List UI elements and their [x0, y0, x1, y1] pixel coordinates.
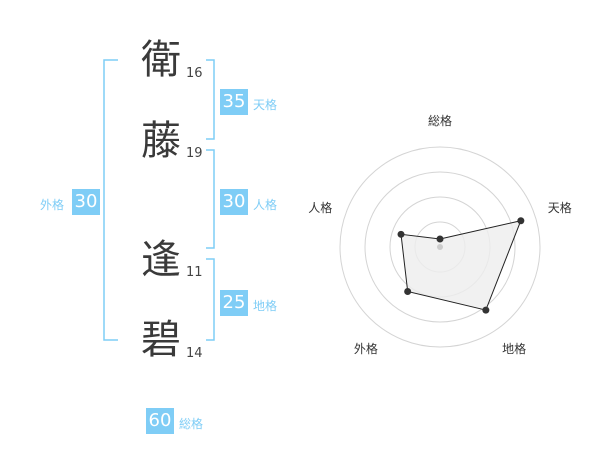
radar-point-1 — [436, 235, 444, 243]
stroke-count-1: 16 — [186, 66, 203, 81]
stroke-count-4: 14 — [186, 346, 203, 361]
tenkaku-label: 天格 — [253, 98, 278, 112]
gaikaku-label: 外格 — [40, 198, 65, 212]
radar-axis-label-2: 天格 — [548, 200, 572, 215]
radar-point-4 — [404, 287, 412, 295]
radar-axis-label-3: 地格 — [502, 341, 526, 356]
gaikaku-badge: 30 — [72, 189, 100, 215]
radar-ring-3 — [364, 171, 516, 323]
stroke-count-2: 19 — [186, 146, 203, 161]
stroke-count-3: 11 — [186, 265, 203, 280]
radar-polygon — [400, 220, 522, 311]
chikaku-bracket — [206, 258, 215, 341]
soukaku-label: 総格 — [179, 417, 204, 431]
name-char-2: 藤 — [141, 118, 181, 164]
radar-axis-label-1: 総格 — [428, 113, 452, 128]
name-char-4: 碧 — [141, 317, 181, 363]
tenkaku-badge: 35 — [220, 89, 248, 115]
radar-axis-label-5: 人格 — [308, 200, 332, 215]
radar-point-3 — [482, 306, 490, 314]
gaikaku-bracket — [103, 59, 118, 341]
chikaku-label: 地格 — [253, 299, 278, 313]
chikaku-badge: 25 — [220, 290, 248, 316]
jinkaku-badge: 30 — [220, 189, 248, 215]
jinkaku-bracket — [206, 149, 215, 249]
tenkaku-bracket — [206, 59, 215, 140]
radar-center-dot — [437, 244, 443, 250]
jinkaku-label: 人格 — [253, 198, 278, 212]
name-char-3: 逢 — [141, 237, 181, 283]
radar-point-5 — [397, 230, 405, 238]
radar-point-2 — [517, 217, 525, 225]
radar-axis-label-4: 外格 — [354, 341, 378, 356]
soukaku-badge: 60 — [146, 408, 174, 434]
radar-ring-4 — [339, 146, 541, 348]
name-char-1: 衛 — [141, 37, 181, 83]
